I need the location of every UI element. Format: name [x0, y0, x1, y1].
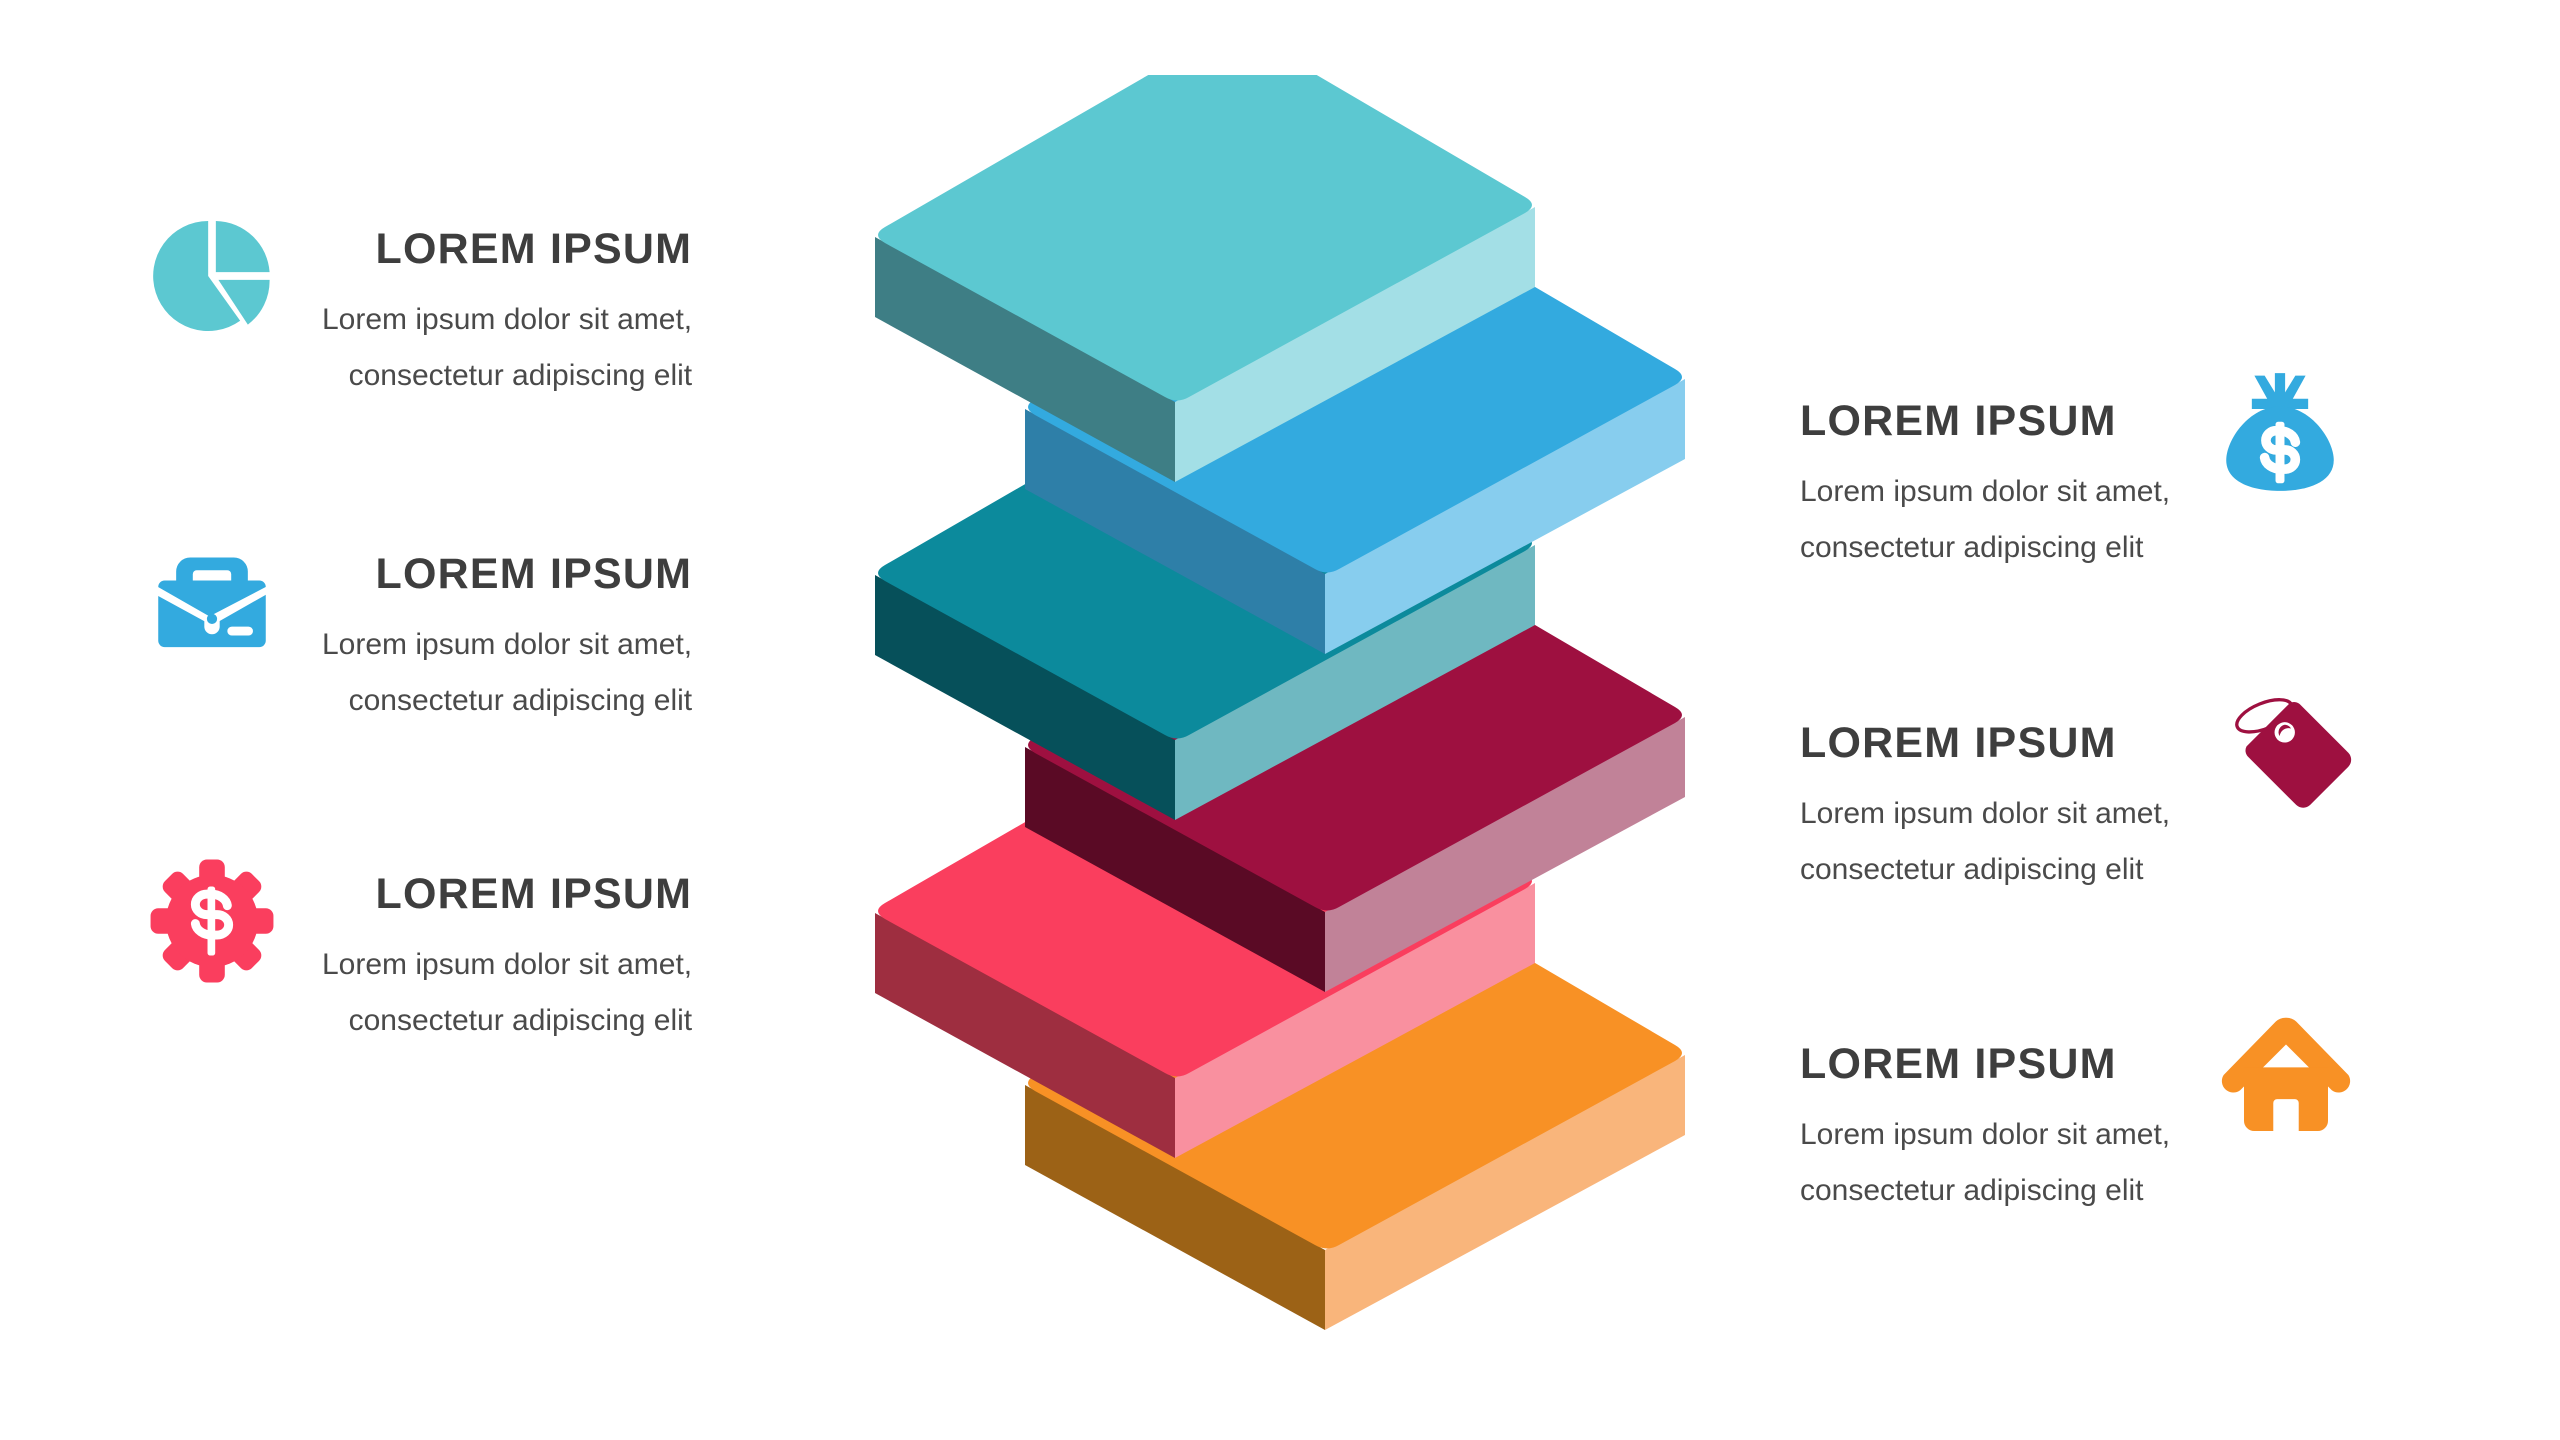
item-body-line-1: Lorem ipsum dolor sit amet, — [322, 303, 693, 336]
item-body-line-2: consectetur adipiscing elit — [1800, 531, 2144, 564]
item-title: LOREM IPSUM — [1800, 1040, 2117, 1088]
info-item-text: LOREM IPSUM Lorem ipsum dolor sit amet, … — [1800, 400, 2170, 563]
info-item-text: LOREM IPSUM Lorem ipsum dolor sit amet, … — [1800, 722, 2170, 885]
item-body-line-2: consectetur adipiscing elit — [348, 359, 693, 392]
info-item-briefcase[interactable]: LOREM IPSUM Lorem ipsum dolor sit amet, … — [148, 553, 692, 716]
info-item-pie-chart[interactable]: LOREM IPSUM Lorem ipsum dolor sit amet, … — [148, 220, 692, 391]
item-title: LOREM IPSUM — [1800, 397, 2117, 445]
gear-dollar-icon — [148, 857, 276, 985]
isometric-layer-stack — [855, 75, 1715, 1375]
item-title: LOREM IPSUM — [375, 225, 693, 273]
info-item-text: LOREM IPSUM Lorem ipsum dolor sit amet, … — [322, 553, 692, 716]
item-title: LOREM IPSUM — [1800, 719, 2117, 767]
item-body-line-2: consectetur adipiscing elit — [1800, 853, 2144, 886]
item-body-line-2: consectetur adipiscing elit — [348, 1004, 693, 1037]
info-item-text: LOREM IPSUM Lorem ipsum dolor sit amet, … — [322, 228, 692, 391]
pie-chart-icon — [148, 212, 276, 340]
info-item-gear-dollar[interactable]: LOREM IPSUM Lorem ipsum dolor sit amet, … — [148, 859, 692, 1036]
info-item-text: LOREM IPSUM Lorem ipsum dolor sit amet, … — [1800, 1043, 2170, 1206]
house-icon — [2216, 1011, 2356, 1139]
info-item-text: LOREM IPSUM Lorem ipsum dolor sit amet, … — [322, 873, 692, 1036]
item-body-line-2: consectetur adipiscing elit — [1800, 1174, 2144, 1207]
price-tag-icon — [2216, 690, 2356, 818]
item-body-line-1: Lorem ipsum dolor sit amet, — [1800, 1118, 2171, 1151]
item-body-line-1: Lorem ipsum dolor sit amet, — [322, 628, 693, 661]
item-body-line-1: Lorem ipsum dolor sit amet, — [1800, 475, 2171, 508]
info-item-house[interactable]: LOREM IPSUM Lorem ipsum dolor sit amet, … — [1800, 1017, 2356, 1206]
money-bag-icon — [2216, 368, 2344, 496]
item-body-line-1: Lorem ipsum dolor sit amet, — [1800, 797, 2171, 830]
item-body-line-2: consectetur adipiscing elit — [348, 684, 693, 717]
info-item-money-bag[interactable]: LOREM IPSUM Lorem ipsum dolor sit amet, … — [1800, 373, 2344, 563]
item-body-line-1: Lorem ipsum dolor sit amet, — [322, 948, 693, 981]
briefcase-icon — [148, 537, 276, 665]
layer-teal — [875, 75, 1535, 482]
item-title: LOREM IPSUM — [375, 550, 693, 598]
info-item-price-tag[interactable]: LOREM IPSUM Lorem ipsum dolor sit amet, … — [1800, 698, 2356, 885]
item-title: LOREM IPSUM — [375, 870, 693, 918]
